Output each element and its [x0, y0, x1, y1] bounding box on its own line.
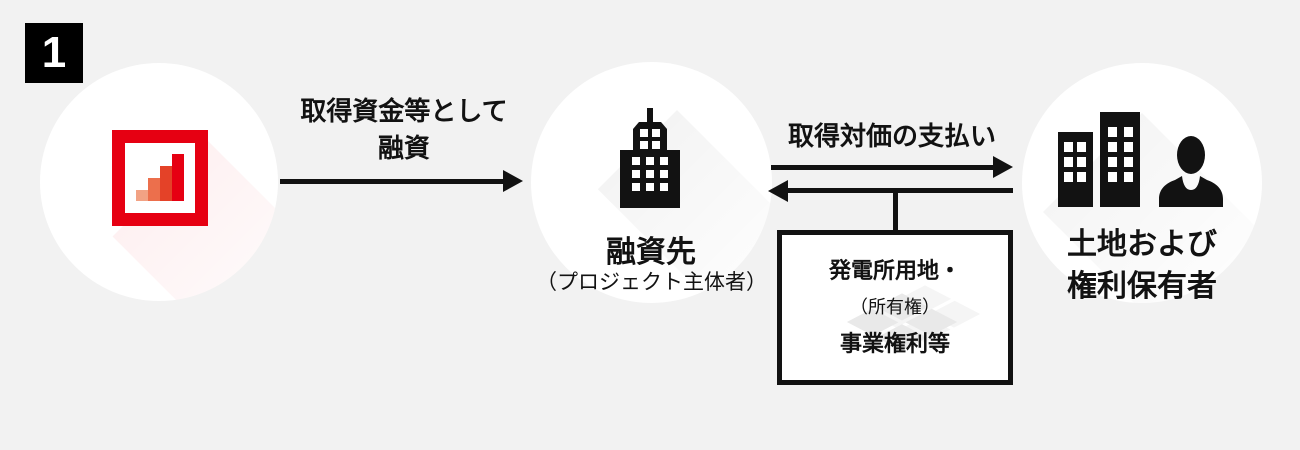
logo-bar-4 [172, 154, 184, 201]
tall-building-icon [1100, 112, 1140, 207]
transfer-box-connector-line [893, 191, 898, 232]
payment-arrow-label: 取得対価の支払い [787, 121, 996, 151]
transfer-box-line1: 発電所用地・ [828, 258, 961, 283]
loan-arrow-label: 取得資金等として 融資 [279, 93, 529, 167]
logo-bar-3 [160, 166, 172, 201]
bank-logo-growth-bars-icon [112, 130, 208, 226]
holder-title-line2: 権利保有者 [1067, 270, 1217, 303]
transfer-arrow-line [788, 188, 1013, 193]
loan-label-line1: 取得資金等として [300, 96, 508, 126]
payment-arrow-line [771, 165, 997, 170]
short-building-icon [1058, 132, 1093, 207]
payment-arrow-head-icon [993, 156, 1013, 178]
step-number-badge: 1 [25, 23, 83, 83]
loan-label-line2: 融資 [377, 133, 430, 163]
transfer-arrow-head-icon [768, 180, 788, 202]
loan-arrow-line [280, 179, 506, 184]
logo-bar-1 [136, 190, 148, 201]
holder-title-line1: 土地および [1067, 228, 1217, 261]
transfer-box-line2: （所有権） [850, 297, 940, 317]
transfer-box-line3: 事業権利等 [839, 331, 950, 356]
borrower-subtitle: （プロジェクト主体者） [536, 271, 767, 294]
loan-arrow-head-icon [503, 170, 523, 192]
holder-title: 土地および 権利保有者 [1042, 224, 1242, 308]
office-building-icon [620, 108, 680, 208]
borrower-title: 融資先 [606, 236, 696, 269]
buildings-and-person-icon [1058, 112, 1223, 207]
person-icon [1177, 136, 1205, 174]
transfer-box: 発電所用地・ （所有権） 事業権利等 [777, 230, 1013, 385]
logo-bar-2 [148, 178, 160, 201]
